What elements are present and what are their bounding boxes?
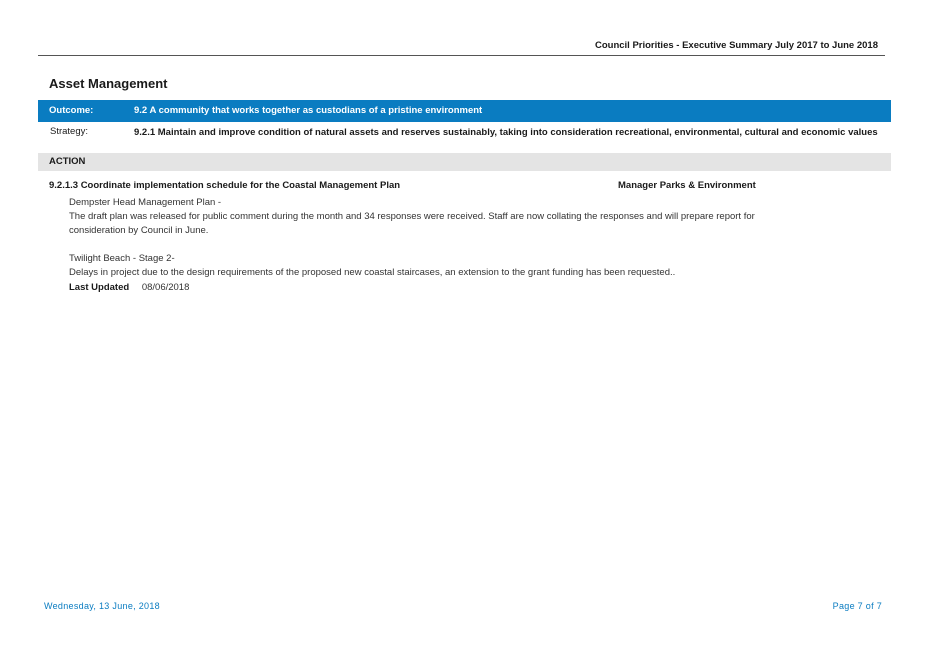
action-owner: Manager Parks & Environment <box>618 180 756 191</box>
twilight-heading: Twilight Beach - Stage 2- <box>69 253 175 264</box>
outcome-bar: Outcome: 9.2 A community that works toge… <box>38 100 891 122</box>
twilight-text: Delays in project due to the design requ… <box>69 267 676 278</box>
strategy-label: Strategy: <box>50 126 89 137</box>
action-header-bar: ACTION <box>38 153 891 171</box>
outcome-value: 9.2 A community that works together as c… <box>134 105 483 116</box>
last-updated: Last Updated 08/06/2018 <box>69 282 189 293</box>
footer-date: Wednesday, 13 June, 2018 <box>44 601 160 611</box>
action-title: 9.2.1.3 Coordinate implementation schedu… <box>49 180 401 191</box>
outcome-label: Outcome: <box>49 105 94 116</box>
section-title: Asset Management <box>49 76 168 91</box>
action-header-label: ACTION <box>49 156 86 167</box>
last-updated-label: Last Updated <box>69 282 130 293</box>
dempster-heading: Dempster Head Management Plan - <box>69 197 222 208</box>
header-divider <box>38 55 885 56</box>
dempster-text: The draft plan was released for public c… <box>69 211 755 236</box>
last-updated-value: 08/06/2018 <box>141 282 190 293</box>
strategy-value: 9.2.1 Maintain and improve condition of … <box>134 127 878 138</box>
report-header-title: Council Priorities - Executive Summary J… <box>594 40 878 51</box>
footer-page-number: Page 7 of 7 <box>832 601 882 611</box>
